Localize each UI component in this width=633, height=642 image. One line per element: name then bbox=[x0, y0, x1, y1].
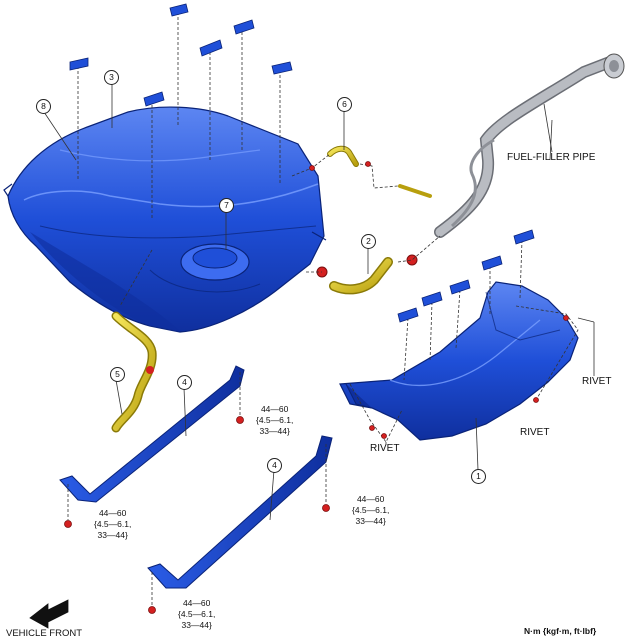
callout-7: 7 bbox=[219, 198, 234, 213]
units-label: N·m {kgf·m, ft·lbf} bbox=[524, 626, 597, 636]
callout-6: 6 bbox=[337, 97, 352, 112]
callout-4-lower: 4 bbox=[267, 458, 282, 473]
fasteners bbox=[64, 161, 569, 614]
callout-8: 8 bbox=[36, 99, 51, 114]
tank-strap-upper bbox=[59, 365, 245, 503]
fuel-filler-pipe-label: FUEL-FILLER PIPE bbox=[507, 152, 596, 163]
fuel-tank bbox=[3, 106, 327, 333]
callout-4-upper: 4 bbox=[177, 375, 192, 390]
rivet-label-right: RIVET bbox=[582, 376, 612, 387]
torque-spec-4: 44—60{4.5—6.1,33—44} bbox=[178, 598, 216, 630]
callout-1: 1 bbox=[471, 469, 486, 484]
callout-3: 3 bbox=[104, 70, 119, 85]
hose-2 bbox=[316, 254, 418, 295]
callout-5: 5 bbox=[110, 367, 125, 382]
rivet-label-middle: RIVET bbox=[520, 427, 550, 438]
vehicle-front-label: VEHICLE FRONT bbox=[6, 628, 83, 639]
fuel-filler-pipe bbox=[434, 53, 625, 238]
torque-spec-2: 44—60{4.5—6.1,33—44} bbox=[94, 508, 132, 540]
callout-2: 2 bbox=[361, 234, 376, 249]
torque-spec-3: 44—60{4.5—6.1,33—44} bbox=[352, 494, 390, 526]
tank-strap-lower bbox=[147, 435, 333, 589]
hose-6 bbox=[327, 145, 432, 198]
tank-heat-shield bbox=[339, 281, 579, 441]
torque-spec-1: 44—60{4.5—6.1,33—44} bbox=[256, 404, 294, 436]
cushion-pads bbox=[69, 3, 535, 323]
rivet-label-left: RIVET bbox=[370, 443, 400, 454]
vehicle-front-arrow bbox=[29, 599, 69, 629]
hose-5 bbox=[111, 311, 157, 433]
callout-leaders bbox=[43, 82, 595, 521]
